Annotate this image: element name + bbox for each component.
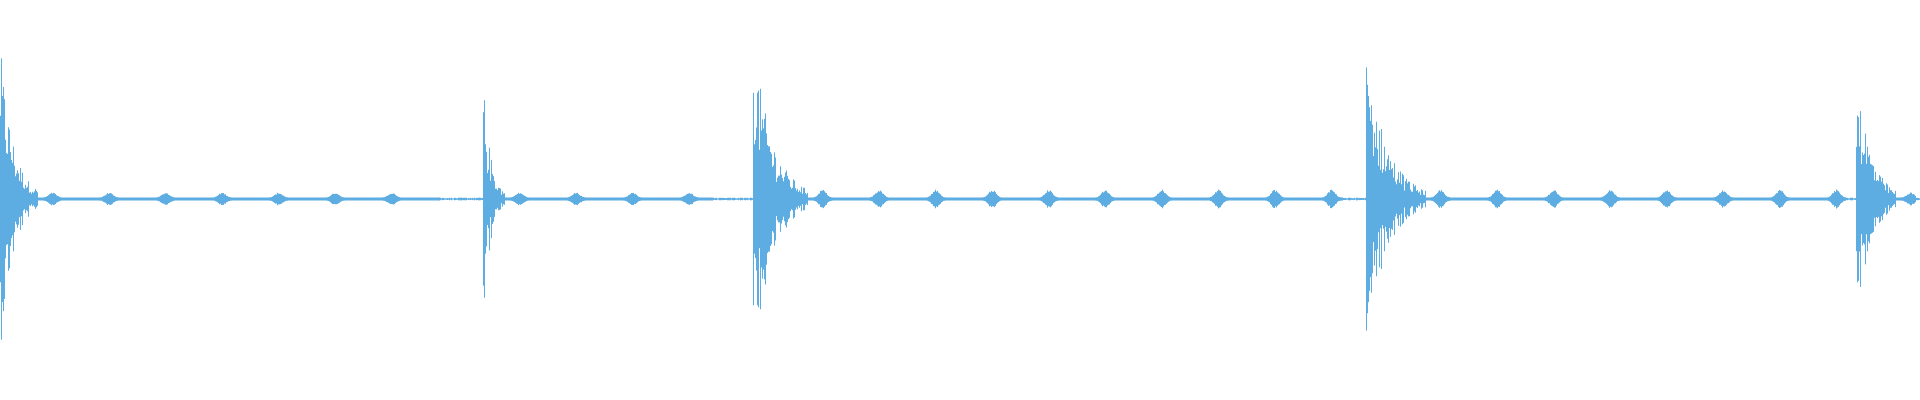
waveform-trace [0, 58, 1920, 340]
